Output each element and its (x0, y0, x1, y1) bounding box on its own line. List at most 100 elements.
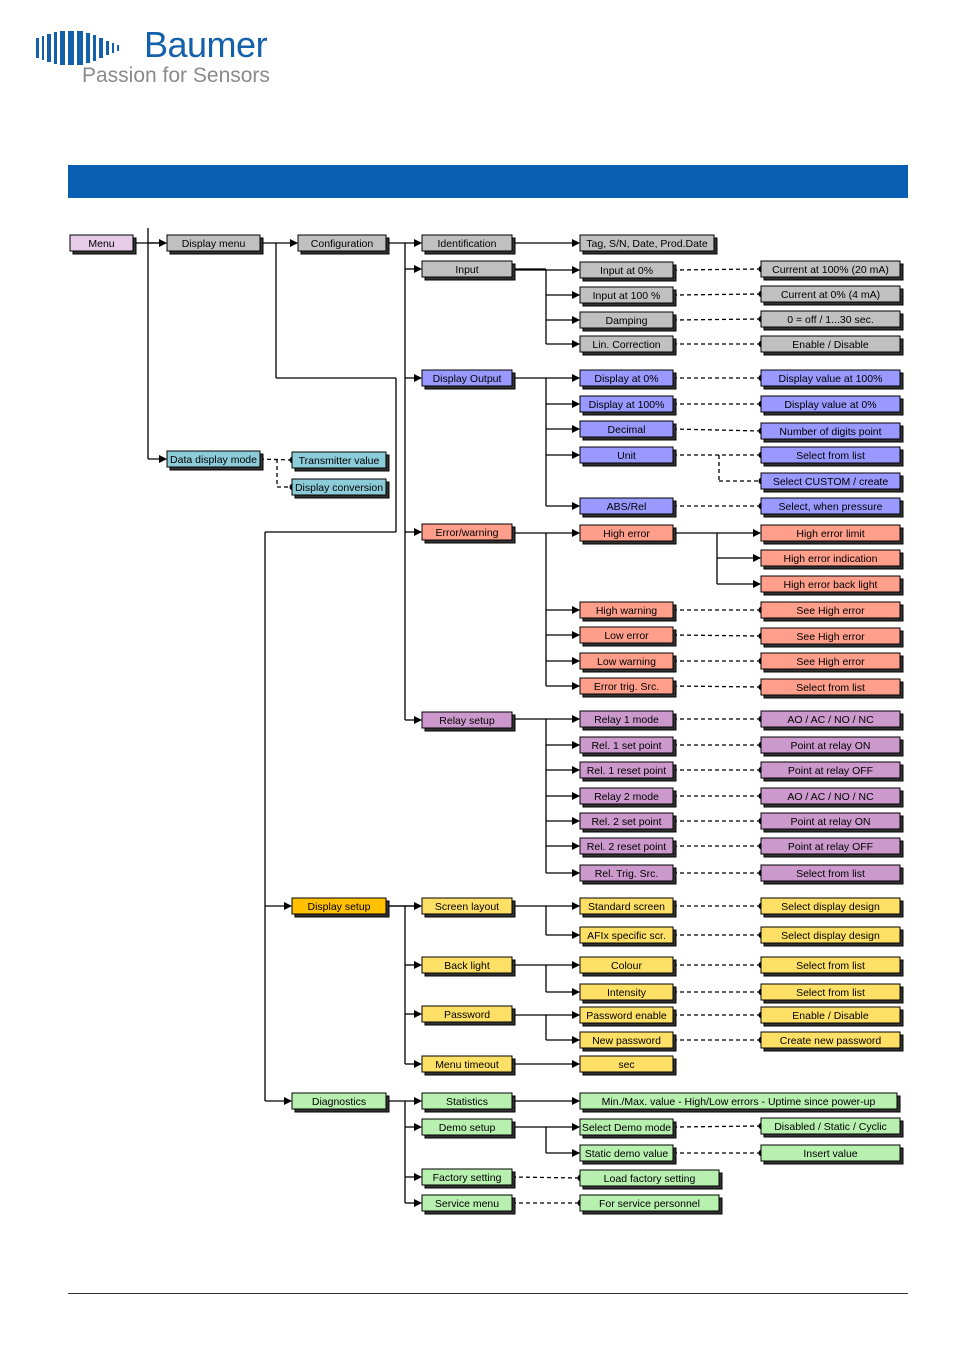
node-label: High error back light (784, 579, 878, 591)
menu-node-input100: Input at 100 % (579, 286, 677, 307)
menu-node-demosetup: Demo setup (421, 1118, 516, 1139)
baumer-stripes-logo-icon (36, 31, 119, 65)
node-label: Data display mode (170, 454, 257, 466)
node-label: Rel. 1 reset point (587, 765, 666, 777)
node-box (421, 1005, 513, 1023)
menu-node-errwarn: Error/warning (421, 523, 516, 544)
node-box (760, 497, 901, 515)
node-label: Relay setup (439, 715, 495, 727)
node-label: Input (455, 264, 478, 276)
node-label: Enable / Disable (792, 339, 869, 351)
node-label: Service menu (435, 1198, 499, 1210)
node-label: Display at 100% (589, 399, 665, 411)
node-label: AO / AC / NO / NC (787, 714, 874, 726)
menu-node-ron1: Point at relay ON (760, 736, 904, 757)
node-label: High warning (596, 605, 657, 617)
menu-node-dispconv: Display conversion (291, 478, 390, 499)
node-label: Input at 100 % (593, 290, 661, 302)
node-box (579, 864, 674, 882)
node-box (760, 1144, 901, 1162)
menu-node-factory: Factory setting (421, 1168, 516, 1189)
menu-node-lincorr: Lin. Correction (579, 335, 677, 356)
connector-line (672, 685, 762, 688)
node-box (297, 234, 387, 252)
node-box (579, 787, 674, 805)
menu-node-dispsetup: Display setup (291, 897, 390, 918)
connector-line (672, 293, 762, 296)
node-box (421, 897, 513, 915)
node-label: Relay 1 mode (594, 714, 659, 726)
menu-node-createpw: Create new password (760, 1031, 904, 1052)
menu-node-r2set: Rel. 2 set point (579, 812, 677, 833)
node-box (760, 1117, 901, 1135)
node-label: Error trig. Src. (594, 681, 659, 693)
node-box (291, 478, 387, 496)
node-box (579, 395, 674, 413)
menu-node-intensity: Intensity (579, 983, 677, 1004)
node-box (760, 710, 901, 728)
node-label: sec (618, 1059, 634, 1071)
menu-node-lowwarn: Low warning (579, 652, 677, 673)
node-box (579, 311, 674, 329)
menu-node-r2reset: Rel. 2 reset point (579, 837, 677, 858)
node-label: Enable / Disable (792, 1010, 869, 1022)
menu-node-newpw: New password (579, 1031, 677, 1052)
menu-node-selcol: Select from list (760, 956, 904, 977)
menu-node-r1reset: Rel. 1 reset point (579, 761, 677, 782)
footer-rule (68, 1293, 908, 1294)
menu-node-higherr: High error (579, 524, 677, 545)
menu-node-dv100: Display value at 100% (760, 369, 904, 390)
menu-node-insertval: Insert value (760, 1144, 904, 1165)
node-label: Unit (617, 450, 636, 462)
menu-node-dampval: 0 = off / 1...30 sec. (760, 310, 904, 331)
node-box (760, 260, 901, 278)
node-box (579, 286, 674, 304)
node-label: Rel. Trig. Src. (595, 868, 659, 880)
node-label: See High error (796, 656, 865, 668)
menu-node-menutimeout: Menu timeout (421, 1055, 516, 1076)
node-box (421, 1118, 513, 1136)
node-box (421, 260, 513, 278)
node-label: ABS/Rel (607, 501, 647, 513)
node-box (760, 812, 901, 830)
node-box (421, 1055, 513, 1073)
node-box (166, 234, 261, 252)
menu-node-identification: Identification (421, 234, 516, 255)
node-label: Display menu (182, 238, 246, 250)
menu-node-configuration: Configuration (297, 234, 390, 255)
menu-node-selrel: Select from list (760, 864, 904, 885)
node-box (291, 1092, 387, 1110)
menu-node-selint: Select from list (760, 983, 904, 1004)
node-box (579, 1006, 674, 1024)
node-label: Identification (438, 238, 497, 250)
node-box (760, 1006, 901, 1024)
menu-node-roff1: Point at relay OFF (760, 761, 904, 782)
node-box (760, 983, 901, 1001)
node-box (579, 956, 674, 974)
menu-node-datadisp: Data display mode (166, 450, 264, 471)
node-label: Rel. 2 set point (591, 816, 661, 828)
node-label: Insert value (803, 1148, 857, 1160)
node-label: Screen layout (435, 901, 499, 913)
node-box (760, 652, 901, 670)
menu-node-aoac2: AO / AC / NO / NC (760, 787, 904, 808)
node-box (760, 787, 901, 805)
node-label: Password (444, 1009, 490, 1021)
node-box (760, 897, 901, 915)
node-box (421, 956, 513, 974)
node-label: Error/warning (435, 527, 498, 539)
node-box (579, 812, 674, 830)
node-box (579, 601, 674, 619)
menu-node-statistics: Statistics (421, 1092, 516, 1113)
node-box (579, 710, 674, 728)
node-label: High error limit (796, 528, 864, 540)
connector-line (672, 1125, 762, 1128)
menu-node-r1mode: Relay 1 mode (579, 710, 677, 731)
node-label: Display conversion (295, 482, 383, 494)
node-box (760, 422, 901, 440)
node-box (421, 711, 513, 729)
node-box (579, 983, 674, 1001)
node-label: Min./Max. value - High/Low errors - Upti… (602, 1096, 876, 1108)
menu-node-backlight: Back light (421, 956, 516, 977)
node-label: Select from list (796, 960, 865, 972)
